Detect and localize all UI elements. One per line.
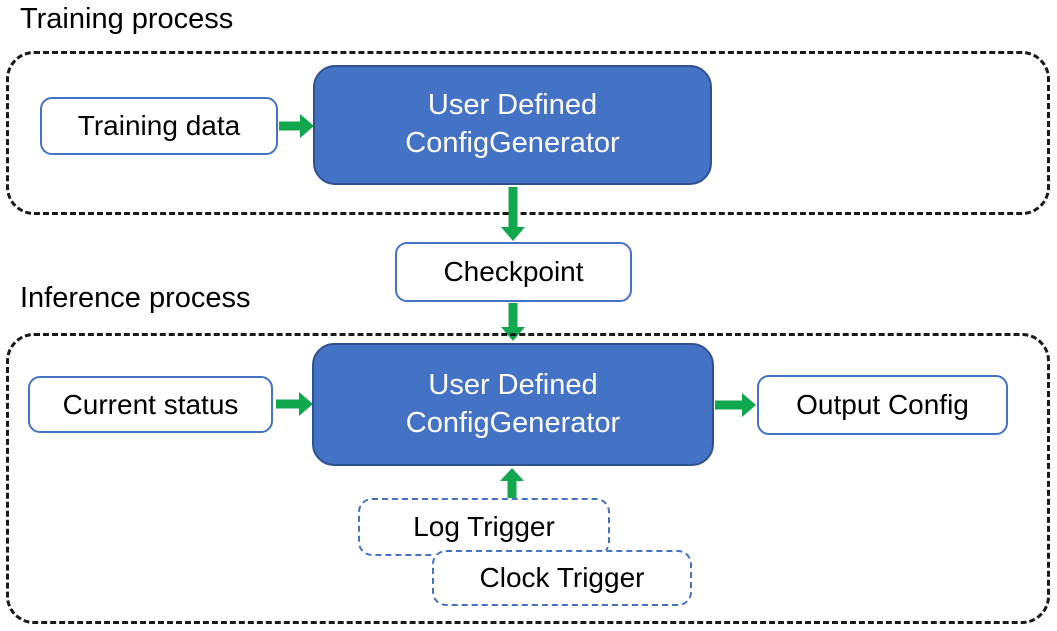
log-trigger-node: Log Trigger bbox=[358, 498, 610, 556]
arrow-generator-to-output-config bbox=[715, 393, 756, 417]
arrow-right-head-icon bbox=[742, 393, 756, 417]
config-generator-training-node: User Defined ConfigGenerator bbox=[313, 65, 712, 185]
arrow-current-status-to-generator bbox=[276, 392, 313, 416]
arrow-shaft bbox=[508, 303, 518, 327]
arrow-down-head-icon bbox=[501, 227, 525, 241]
arrow-generator-to-checkpoint bbox=[501, 187, 525, 241]
inference-process-title: Inference process bbox=[20, 282, 251, 314]
log-trigger-label: Log Trigger bbox=[413, 511, 555, 543]
output-config-label: Output Config bbox=[796, 389, 969, 421]
current-status-node: Current status bbox=[28, 376, 273, 433]
arrow-shaft bbox=[508, 187, 518, 227]
current-status-label: Current status bbox=[62, 388, 239, 420]
training-process-title: Training process bbox=[20, 3, 234, 35]
config-generator-inference-line1: User Defined bbox=[428, 368, 598, 401]
training-process-container bbox=[6, 51, 1050, 215]
config-generator-training-line2: ConfigGenerator bbox=[405, 127, 620, 159]
config-generator-training-line1: User Defined bbox=[427, 89, 598, 122]
arrow-right-head-icon bbox=[300, 114, 314, 138]
inference-process-container bbox=[6, 333, 1050, 624]
arrow-shaft bbox=[715, 400, 742, 410]
checkpoint-label: Checkpoint bbox=[443, 256, 584, 288]
config-generator-inference-node: User Defined ConfigGenerator bbox=[312, 343, 714, 466]
arrow-shaft bbox=[276, 399, 299, 409]
clock-trigger-label: Clock Trigger bbox=[479, 562, 645, 594]
checkpoint-node: Checkpoint bbox=[395, 242, 632, 302]
training-data-node: Training data bbox=[40, 97, 278, 155]
training-data-label: Training data bbox=[77, 110, 241, 142]
arrow-right-head-icon bbox=[299, 392, 313, 416]
arrow-training-data-to-generator bbox=[279, 114, 314, 138]
clock-trigger-node: Clock Trigger bbox=[432, 550, 692, 606]
config-generator-inference-line2: ConfigGenerator bbox=[405, 406, 621, 439]
arrow-shaft bbox=[507, 481, 517, 498]
arrow-triggers-to-generator bbox=[500, 468, 524, 498]
arrow-up-head-icon bbox=[500, 468, 524, 481]
output-config-node: Output Config bbox=[757, 375, 1008, 435]
arrow-shaft bbox=[279, 121, 300, 131]
